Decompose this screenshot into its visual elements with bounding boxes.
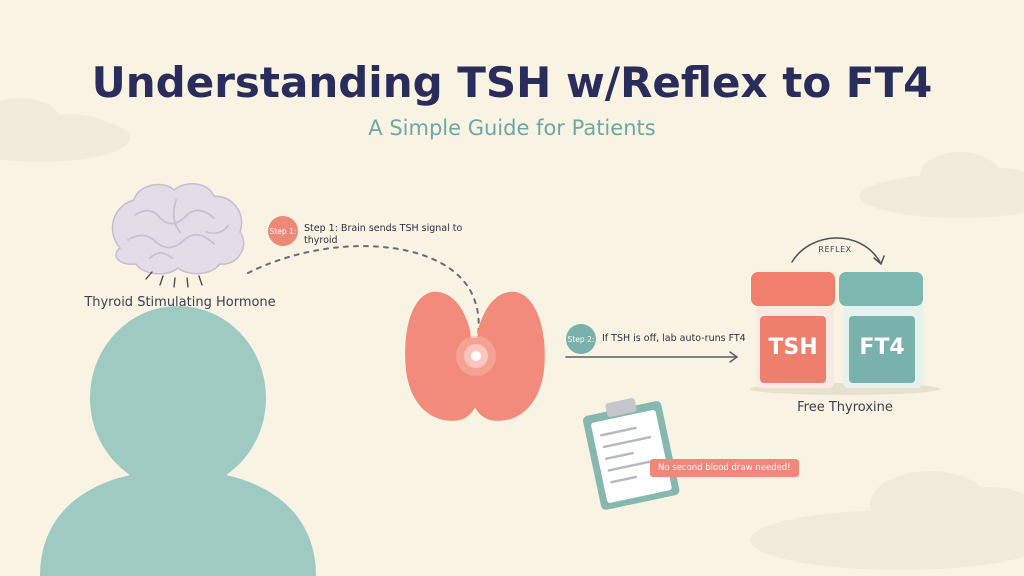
note-badge: No second blood draw needed! xyxy=(650,459,799,477)
signal-path xyxy=(247,245,480,339)
tsh-tube xyxy=(751,272,835,388)
person-silhouette-icon xyxy=(40,306,316,576)
tsh-tube-label: TSH xyxy=(768,335,818,360)
ft4-tube xyxy=(839,272,923,388)
page-subtitle: A Simple Guide for Patients xyxy=(368,116,656,140)
cloud-icon xyxy=(0,98,130,162)
reflex-arrow-icon xyxy=(791,237,885,266)
brain-label: Thyroid Stimulating Hormone xyxy=(84,295,276,310)
cloud-icon xyxy=(750,471,1024,570)
step2-badge: Step 2: xyxy=(566,324,596,354)
brain-icon xyxy=(111,183,245,288)
arrow-icon xyxy=(565,351,739,363)
step1-text: Step 1: Brain sends TSH signal to thyroi… xyxy=(304,223,464,247)
step1-body: : Brain sends TSH signal to thyroid xyxy=(304,223,463,246)
page-title: Understanding TSH w/Reflex to FT4 xyxy=(91,58,933,107)
thyroid-icon xyxy=(405,291,545,421)
clipboard-icon xyxy=(583,398,680,510)
cloud-icon xyxy=(860,152,1024,218)
step2-text: If TSH is off, lab auto-runs FT4 xyxy=(602,333,746,344)
reflex-label: REFLEX xyxy=(818,245,852,254)
ft4-tube-label: FT4 xyxy=(859,335,905,360)
step1-prefix: Step 1 xyxy=(304,223,335,234)
step1-badge: Step 1: xyxy=(268,216,298,246)
tube-caption: Free Thyroxine xyxy=(797,400,893,415)
